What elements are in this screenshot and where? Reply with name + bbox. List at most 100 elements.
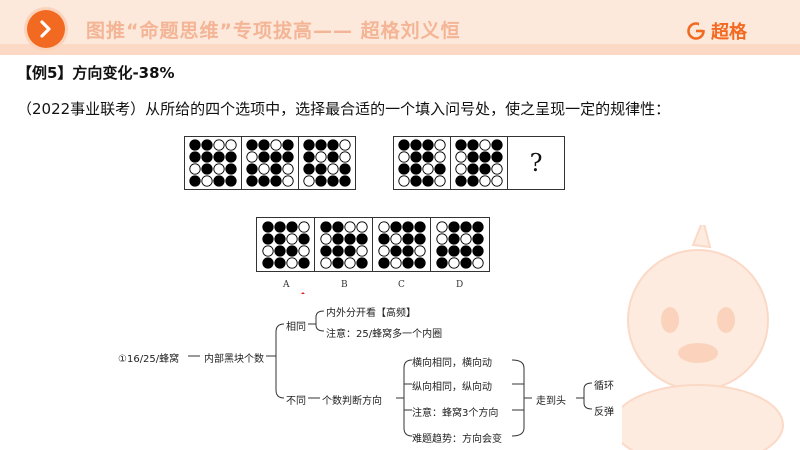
white-dot [355, 244, 368, 257]
white-dot [285, 232, 298, 245]
black-dot [285, 244, 298, 257]
white-dot [213, 139, 225, 151]
white-dot [343, 220, 356, 233]
mindmap-diff-grandchild-2: 纵向相同，纵向动 [412, 378, 492, 393]
black-dot [261, 256, 274, 269]
white-dot [479, 175, 491, 187]
white-dot [297, 220, 310, 233]
black-dot [201, 151, 213, 163]
question-mark: ? [529, 149, 543, 177]
black-dot [319, 220, 332, 233]
black-dot [479, 151, 491, 163]
figure-4 [394, 137, 451, 189]
black-dot [189, 151, 201, 163]
white-dot [315, 151, 327, 163]
black-dot [377, 232, 390, 245]
white-dot [398, 175, 410, 187]
black-dot [246, 163, 258, 175]
black-dot [213, 151, 225, 163]
grid-figure [261, 220, 310, 269]
black-dot [447, 244, 460, 257]
chevron-right-button[interactable] [27, 10, 65, 48]
header-banner: 图推“命题思维”专项拔高—— 超格刘义恒 超格 [0, 0, 800, 55]
white-dot [319, 256, 332, 269]
black-dot [273, 256, 286, 269]
white-dot [479, 139, 491, 151]
banner-stripe [0, 44, 800, 55]
white-dot [455, 151, 467, 163]
black-dot [273, 244, 286, 257]
option-c[interactable] [373, 218, 431, 271]
figure-3 [299, 137, 355, 189]
logo: 超格 [686, 18, 747, 44]
mindmap-end-child-1: 循环 [594, 377, 614, 392]
mindmap-diff-child: 个数判断方向 [322, 392, 382, 407]
black-dot [491, 151, 503, 163]
black-dot [413, 232, 426, 245]
white-dot [327, 163, 339, 175]
black-dot [201, 139, 213, 151]
black-dot [282, 151, 294, 163]
banner-title: 图推“命题思维”专项拔高—— 超格刘义恒 [86, 20, 461, 42]
black-dot [261, 232, 274, 245]
grid-figure [455, 139, 503, 187]
white-dot [189, 163, 201, 175]
mindmap-diff: 不同 [286, 392, 306, 407]
black-dot [455, 139, 467, 151]
mindmap-level1: 内部黑块个数 [204, 350, 264, 365]
black-dot [315, 163, 327, 175]
black-dot [377, 256, 390, 269]
white-dot [225, 139, 237, 151]
option-b[interactable] [315, 218, 373, 271]
black-dot [282, 139, 294, 151]
question-row-1 [184, 136, 356, 190]
question-mark-cell: ? [508, 137, 564, 189]
black-dot [447, 232, 460, 245]
black-dot [471, 244, 484, 257]
white-dot [413, 244, 426, 257]
options-row [256, 217, 490, 272]
black-dot [331, 220, 344, 233]
black-dot [398, 163, 410, 175]
black-dot [285, 220, 298, 233]
black-dot [303, 139, 315, 151]
black-dot [246, 175, 258, 187]
white-dot [297, 244, 310, 257]
black-dot [201, 163, 213, 175]
figure-5 [451, 137, 508, 189]
option-d[interactable] [431, 218, 488, 271]
white-dot [435, 220, 448, 233]
grid-figure [377, 220, 426, 269]
white-dot [422, 163, 434, 175]
black-dot [297, 256, 310, 269]
black-dot [413, 220, 426, 233]
black-dot [467, 175, 479, 187]
black-dot [303, 151, 315, 163]
black-dot [189, 175, 201, 187]
white-dot [434, 175, 446, 187]
white-dot [246, 151, 258, 163]
white-dot [339, 151, 351, 163]
white-dot [319, 232, 332, 245]
black-dot [422, 151, 434, 163]
black-dot [213, 175, 225, 187]
option-label-c: C [398, 280, 405, 290]
mindmap-diff-grandchild-3: 注意：蜂窝3个方向 [412, 404, 499, 419]
mind-map-lines [188, 310, 593, 437]
white-dot [471, 256, 484, 269]
example-title: 【例5】方向变化-38% [17, 64, 175, 82]
white-dot [282, 163, 294, 175]
white-dot [285, 256, 298, 269]
black-dot [343, 244, 356, 257]
black-dot [331, 244, 344, 257]
black-dot [410, 151, 422, 163]
black-dot [225, 151, 237, 163]
option-a[interactable] [257, 218, 315, 271]
black-dot [225, 175, 237, 187]
white-dot [434, 139, 446, 151]
question-text: （2022事业联考）从所给的四个选项中，选择最合适的一个填入问号处，使之呈现一定… [17, 100, 671, 118]
black-dot [270, 175, 282, 187]
white-dot [389, 256, 402, 269]
white-dot [343, 256, 356, 269]
white-dot [258, 163, 270, 175]
